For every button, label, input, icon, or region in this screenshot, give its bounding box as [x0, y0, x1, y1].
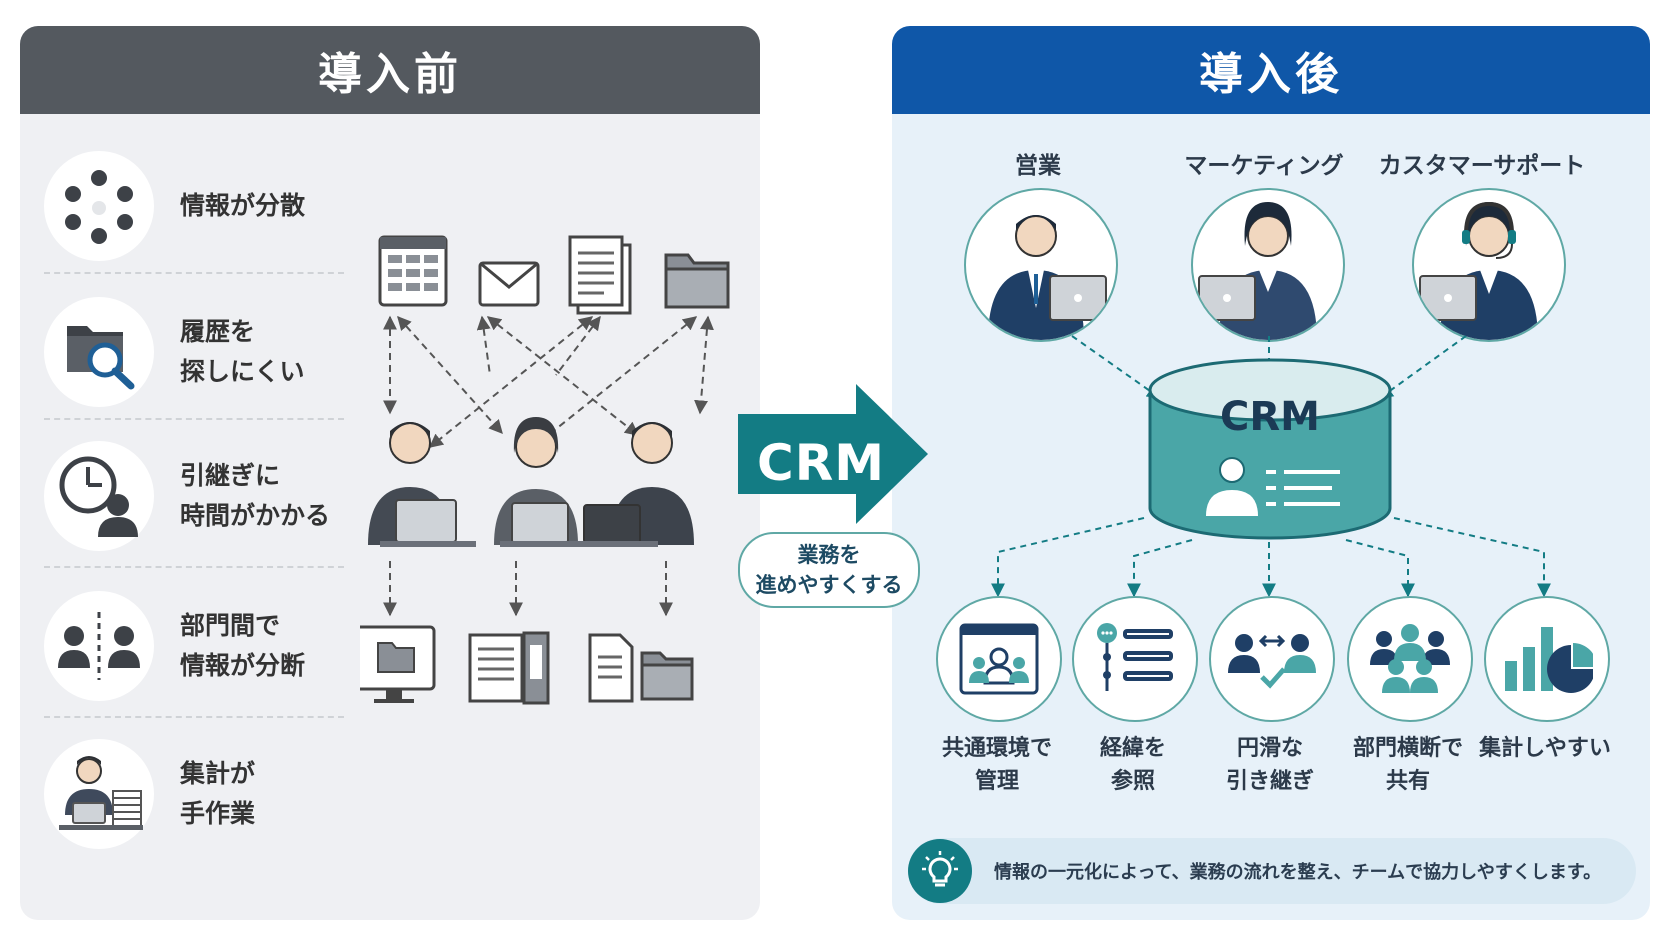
crm-transition-arrow [738, 384, 928, 524]
benefit-label: 集計しやすい [1479, 736, 1611, 761]
issue-divider [44, 566, 344, 568]
worried-man-left [368, 422, 476, 547]
before-title: 導入前 [20, 26, 760, 114]
folder-search-icon [44, 297, 154, 407]
issue-divider [44, 418, 344, 420]
crm-hub-diagram [991, 335, 1551, 598]
team-share-icon [1347, 596, 1473, 722]
timeline-icon [1072, 596, 1198, 722]
support-person-avatar [1412, 188, 1566, 342]
worried-woman-center [494, 417, 580, 547]
issue-label: 引継ぎに 時間がかかる [180, 461, 331, 530]
benefit-label: 共通環境で 管理 [941, 736, 1052, 794]
crm-database-label: CRM [1220, 394, 1320, 440]
role-label-marketing: マーケティング [1184, 153, 1344, 179]
issue-item-manual: 集計が 手作業 [44, 738, 344, 850]
issue-item-history: 履歴を 探しにくい [44, 296, 344, 408]
issue-divider [44, 272, 344, 274]
issue-item-handover: 引継ぎに 時間がかかる [44, 440, 344, 552]
issue-divider [44, 716, 344, 718]
clock-person-icon [44, 441, 154, 551]
summary-tip-text: 情報の一元化によって、業務の流れを整え、チームで協力しやすくします。 [994, 862, 1602, 883]
issue-label: 集計が 手作業 [180, 759, 256, 828]
scattered-dots-icon [44, 151, 154, 261]
sales-person-avatar [964, 188, 1118, 342]
worried-man-right [578, 422, 694, 547]
benefit-label: 部門横断で 共有 [1352, 736, 1463, 794]
file-folder-icon [588, 633, 694, 703]
lightbulb-icon [908, 839, 972, 903]
benefit-label: 円滑な 引き継ぎ [1225, 736, 1314, 794]
shared-workspace-icon [936, 596, 1062, 722]
crm-database-icon [1148, 358, 1392, 540]
chart-icon [1484, 596, 1610, 722]
spreadsheet-icon [378, 235, 448, 307]
manual-paperwork-icon [44, 739, 154, 849]
folder-icon [664, 253, 730, 309]
scattered-workflow-diagram [360, 235, 730, 705]
binders-icon [468, 631, 550, 705]
divided-people-icon [44, 591, 154, 701]
after-title: 導入後 [892, 26, 1650, 114]
benefit-label: 経緯を 参照 [1099, 736, 1166, 794]
documents-icon [568, 235, 632, 315]
issue-label: 情報が分散 [180, 191, 306, 220]
summary-tip-bar: 情報の一元化によって、業務の流れを整え、チームで協力しやすくします。 [908, 838, 1636, 904]
role-label-support: カスタマーサポート [1378, 153, 1586, 179]
issue-item-scattered: 情報が分散 [44, 150, 344, 262]
role-label-sales: 営業 [1015, 153, 1061, 179]
marketing-person-avatar [1191, 188, 1345, 342]
issue-label: 履歴を 探しにくい [180, 317, 305, 386]
issue-label: 部門間で 情報が分断 [180, 611, 306, 680]
desktop-monitor-icon [360, 625, 436, 703]
mail-icon [478, 261, 540, 307]
arrow-label: CRM [757, 434, 885, 492]
issue-item-silo: 部門間で 情報が分断 [44, 590, 344, 702]
transition-sub-label: 業務を 進めやすくする [738, 532, 920, 608]
handover-icon [1209, 596, 1335, 722]
